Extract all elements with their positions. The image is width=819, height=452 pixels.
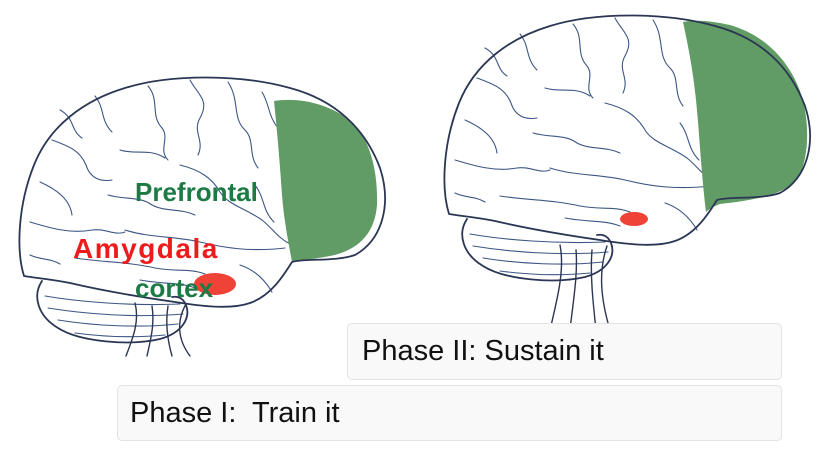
- prefrontal-label-line-1: Prefrontal: [135, 177, 258, 207]
- left-prefrontal-region: [274, 99, 378, 262]
- right-amygdala-region: [620, 212, 648, 226]
- left-amygdala-region: [194, 273, 236, 295]
- left-brain: [18, 76, 386, 357]
- amygdala-label: Amygdala: [73, 233, 219, 264]
- left-brainstem: [125, 302, 191, 357]
- prefrontal-cortex-label: Prefrontal cortex: [135, 112, 258, 368]
- right-prefrontal-region: [683, 20, 808, 213]
- right-brain: [443, 14, 811, 331]
- phase-2-caption: Phase II: Sustain it: [347, 323, 782, 380]
- prefrontal-label-line-2: cortex: [135, 273, 214, 303]
- right-brainstem: [549, 244, 611, 331]
- phase-1-caption: Phase I: Train it: [117, 385, 782, 441]
